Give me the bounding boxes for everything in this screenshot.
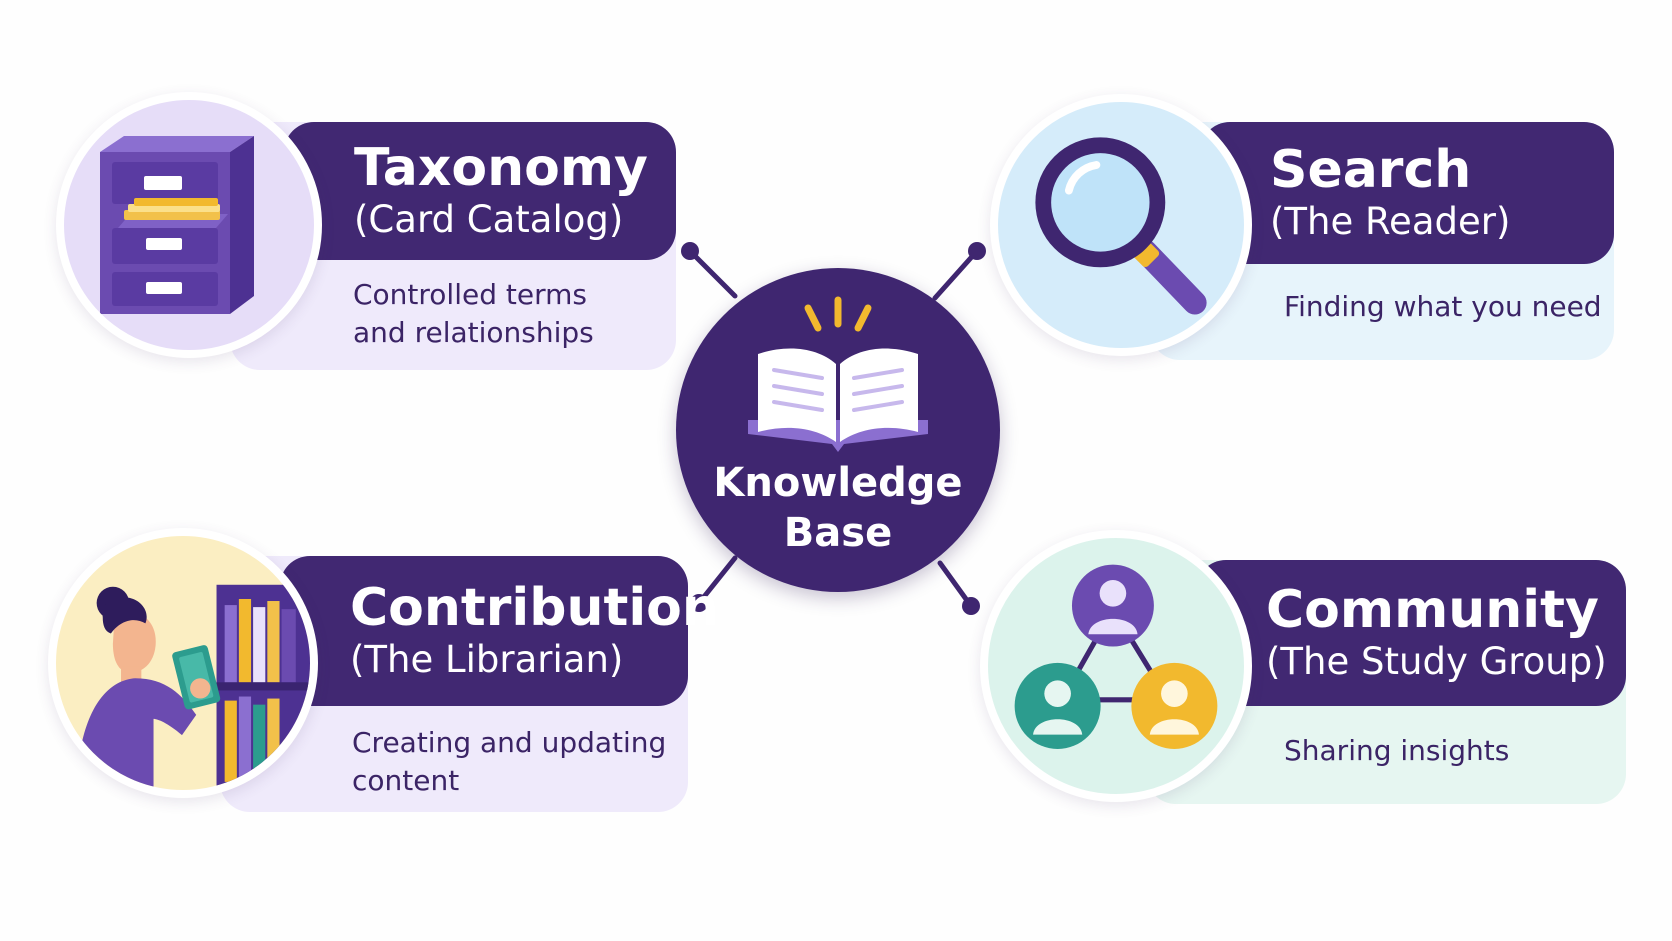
search-title: Search	[1270, 140, 1472, 200]
contribution-subtitle: (The Librarian)	[350, 638, 624, 681]
taxonomy-subtitle: (Card Catalog)	[354, 198, 624, 241]
contribution-header: Contribution (The Librarian)	[280, 556, 719, 706]
search-description: Finding what you need	[1284, 288, 1614, 326]
contribution-title: Contribution	[350, 578, 719, 638]
connector-taxonomy	[687, 248, 738, 299]
file-cabinet-icon	[56, 92, 322, 358]
librarian-reading-icon	[48, 528, 318, 798]
connector-dot-taxonomy	[681, 242, 699, 260]
search-description-line1: Finding what you need	[1284, 290, 1602, 323]
hub-label-line2: Base	[783, 510, 893, 556]
connector-dot-community	[962, 597, 980, 615]
search-subtitle: (The Reader)	[1270, 200, 1511, 243]
hub-label-line1: Knowledge	[713, 460, 963, 506]
search-header: Search (The Reader)	[1200, 122, 1614, 264]
connector-dot-contribution	[690, 594, 708, 612]
taxonomy-title: Taxonomy	[354, 138, 648, 198]
user-group-icon	[980, 530, 1252, 802]
taxonomy-description-line1: Controlled terms	[353, 278, 587, 311]
taxonomy-header: Taxonomy (Card Catalog)	[284, 122, 676, 260]
community-header: Community (The Study Group)	[1196, 560, 1626, 706]
taxonomy-description-line2: and relationships	[353, 316, 594, 349]
contribution-description-line1: Creating and updating	[352, 726, 667, 759]
community-subtitle: (The Study Group)	[1266, 640, 1607, 683]
community-title: Community	[1266, 580, 1599, 640]
community-description: Sharing insights	[1284, 732, 1604, 770]
contribution-description: Creating and updating content	[352, 724, 682, 800]
connector-search	[932, 248, 980, 301]
taxonomy-description: Controlled terms and relationships	[353, 276, 663, 352]
connector-dot-search	[968, 242, 986, 260]
contribution-description-line2: content	[352, 764, 460, 797]
hub-label: Knowledge Base	[676, 458, 1000, 558]
knowledge-base-hub: Knowledge Base	[676, 268, 1000, 592]
open-book-icon	[748, 296, 928, 452]
magnifying-glass-icon	[990, 94, 1252, 356]
connector-contribution	[696, 555, 738, 606]
community-description-line1: Sharing insights	[1284, 734, 1510, 767]
